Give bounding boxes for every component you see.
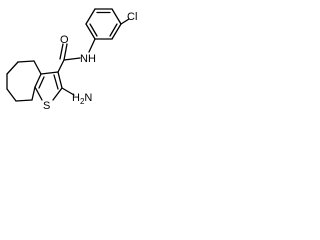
amide-group — [57, 38, 96, 73]
bond — [40, 71, 59, 75]
amide-nh-label: NH — [80, 53, 96, 65]
amine-h: H — [72, 92, 80, 104]
bond — [17, 60, 35, 63]
bond — [34, 86, 43, 101]
bond — [6, 88, 17, 102]
chlorine-label: Cl — [127, 11, 137, 23]
bond — [33, 60, 42, 75]
bond-to-amine — [61, 87, 75, 96]
molecule-canvas: Cl NH O S H2N — [0, 0, 144, 125]
sulfur-label: S — [43, 100, 50, 112]
double-bond — [109, 23, 118, 37]
amine-subscript: 2 — [80, 97, 85, 106]
carbonyl-oxygen-label: O — [60, 34, 69, 46]
bond — [6, 61, 19, 75]
bond — [88, 38, 96, 53]
amine-n: N — [84, 92, 92, 104]
amine-label: H2N — [72, 92, 92, 106]
bond — [57, 71, 63, 89]
bond — [57, 59, 65, 73]
bond — [111, 23, 122, 40]
carbonyl-double-bond — [63, 43, 68, 61]
bond — [31, 86, 36, 101]
bond — [111, 8, 122, 25]
double-bond — [38, 76, 45, 89]
carbonyl-double-bond — [59, 43, 64, 60]
bond-to-chlorine — [120, 18, 130, 25]
bond — [63, 57, 81, 61]
chemical-structure-diagram: Cl NH O S H2N — [6, 8, 137, 112]
bond — [34, 73, 42, 88]
thiophene-ring — [34, 71, 75, 101]
bond — [85, 23, 96, 40]
bond — [52, 87, 63, 101]
cycloheptane-ring — [6, 60, 42, 102]
bond — [85, 8, 96, 25]
double-bond — [53, 74, 59, 90]
chlorophenyl-ring — [85, 8, 130, 40]
bond — [15, 99, 33, 102]
double-bond — [89, 23, 98, 37]
atom-labels: Cl NH O S H2N — [43, 11, 137, 112]
